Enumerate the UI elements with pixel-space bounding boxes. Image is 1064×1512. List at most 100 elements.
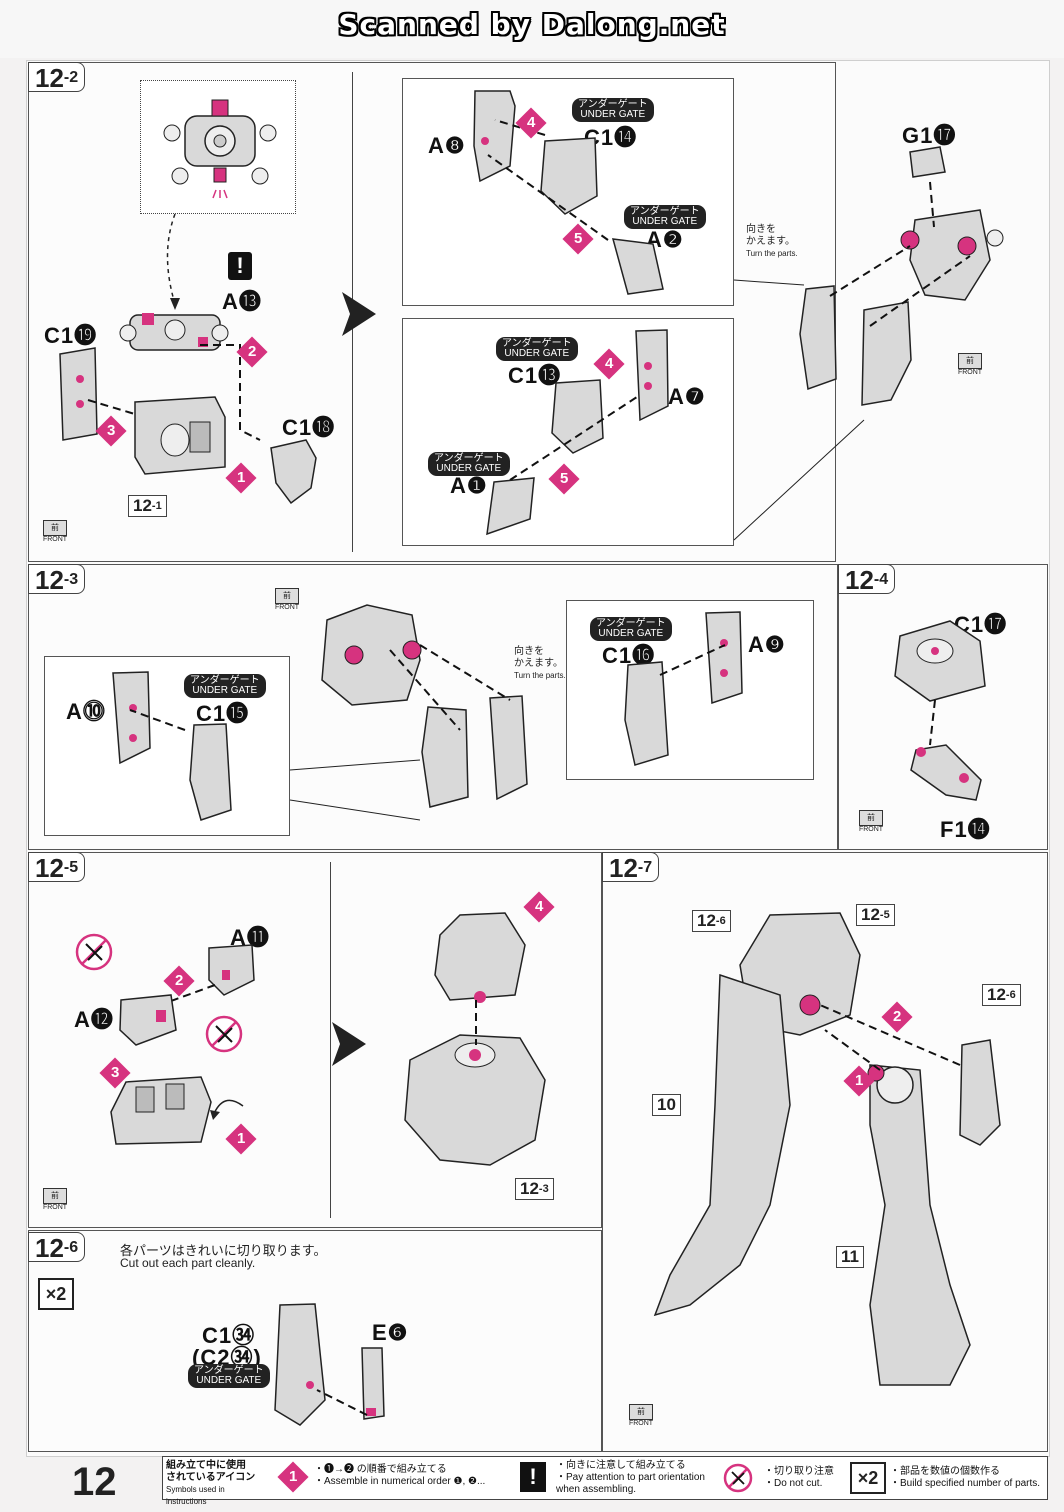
step-number: 12	[35, 63, 64, 93]
a10-part	[112, 671, 151, 765]
waist-block-part	[134, 396, 226, 475]
part-label-c18: C1⓲	[282, 415, 336, 440]
cut-note-en: Cut out each part cleanly.	[120, 1256, 256, 1270]
legend-multiplier: ・部品を数値の個数作る・Build specified number of pa…	[890, 1466, 1041, 1489]
multiplier-icon: ×2	[38, 1278, 74, 1310]
big-next-arrow	[332, 1022, 366, 1066]
hip-block-part	[900, 209, 1004, 301]
cut-note-jp: 各パーツはきれいに切り取ります。	[120, 1244, 327, 1259]
step-label-12-5: 12-5	[28, 852, 86, 883]
step-sub: -2	[63, 69, 79, 86]
big-next-arrow	[342, 292, 376, 336]
part-label-a10: A⓾	[66, 699, 106, 724]
right-armor-panel	[861, 301, 912, 406]
part-label-e6: E❻	[372, 1320, 409, 1345]
arrow-3-path	[87, 399, 139, 416]
ref-12-1: 12-1	[128, 495, 167, 517]
page-number: 12	[72, 1460, 117, 1504]
c15-arrow	[129, 709, 186, 731]
part-label-g17: G1⓱	[902, 123, 957, 148]
a1-part	[486, 477, 535, 536]
waist-arrows	[389, 644, 511, 731]
waist-frame-part	[119, 313, 229, 351]
arrow-5-path-a	[487, 154, 609, 241]
ref-12-6-right: 12-6	[982, 984, 1021, 1006]
a9-arrow	[659, 644, 726, 676]
ref-12-5: 12-5	[856, 904, 895, 926]
ref-12-6-left: 12-6	[692, 910, 731, 932]
legend-attention-icon: !	[520, 1462, 546, 1492]
c19-side-part	[59, 347, 98, 441]
part-label-c15: C1⓯	[196, 701, 250, 726]
turn-parts-note: 向きをかえます。Turn the parts.	[514, 646, 566, 680]
c13-part	[551, 379, 604, 454]
part-label-a1: A❶	[450, 473, 488, 498]
panel-arrows	[829, 245, 971, 327]
no-cut-icon	[75, 933, 113, 971]
legend-multiplier-icon: ×2	[850, 1462, 886, 1494]
step-label-12-4: 12-4	[838, 564, 896, 595]
legend-nocut-icon	[723, 1463, 753, 1493]
step-label-12-3: 12-3	[28, 564, 86, 595]
c14-part	[540, 137, 598, 215]
a8-part	[473, 90, 516, 183]
ref-11: 11	[836, 1246, 864, 1268]
a9-part	[705, 611, 743, 705]
waist-unit-part	[321, 604, 422, 706]
legend-nocut: ・切り取り注意・Do not cut.	[764, 1466, 834, 1489]
scan-header	[0, 0, 1064, 58]
attention-icon: !	[228, 252, 252, 280]
callout-lines	[733, 279, 865, 541]
legend-attention: ・向きに注意して組み立てる・Pay attention to part orie…	[556, 1460, 705, 1495]
legend-bar	[162, 1456, 1048, 1500]
arrow-2-path	[200, 344, 261, 441]
g17-arrow	[929, 181, 935, 228]
waist-unit-assembled	[404, 1034, 546, 1166]
part-label-a12: A⓬	[74, 1007, 114, 1032]
step-label-12-2: 12-2	[28, 62, 86, 93]
waist-armor-right	[489, 695, 528, 801]
part-label-c134: C1㉞	[202, 1323, 256, 1348]
a2-part	[611, 238, 664, 295]
f14-part	[910, 744, 982, 801]
callout-line-12-3	[289, 759, 421, 821]
c18-part	[270, 439, 317, 505]
scan-credit: Scanned by Dalong.net	[338, 8, 726, 41]
c17-part	[894, 620, 986, 702]
f14-arrow	[929, 699, 936, 746]
skirt-assembly-part	[434, 912, 526, 1003]
divider-line	[330, 862, 331, 1218]
a7-part	[635, 329, 669, 422]
part-label-a7: A❼	[668, 384, 706, 409]
a11-part	[208, 944, 255, 996]
waist-joint-illustration	[163, 99, 277, 199]
rotate-arrow	[210, 1099, 244, 1120]
part-label-a13: A⓭	[222, 289, 262, 314]
legend-order: ・❶→❷ の順番で組み立てる・Assemble in numerical ord…	[314, 1464, 486, 1487]
legend-title: 組み立て中に使用 されているアイコン Symbols used in instr…	[166, 1460, 256, 1506]
lower-body-assembly	[653, 912, 1001, 1386]
panel-step-12-4	[838, 564, 1048, 850]
part-label-c19: C1⓳	[44, 323, 98, 348]
step-label-12-7: 12-7	[602, 852, 660, 883]
part-label-f14: F1⓮	[940, 817, 991, 842]
c134-part	[274, 1303, 326, 1426]
ref-10: 10	[652, 1094, 681, 1116]
waist-armor-left	[421, 706, 469, 808]
e6-part	[361, 1347, 385, 1420]
ref-12-3: 12-3	[515, 1178, 554, 1200]
e6-arrow	[316, 1389, 368, 1416]
part-label-a9: A❾	[748, 632, 786, 657]
arrow-2-12-5	[159, 984, 216, 1006]
step-label-12-6: 12-6	[28, 1232, 86, 1263]
